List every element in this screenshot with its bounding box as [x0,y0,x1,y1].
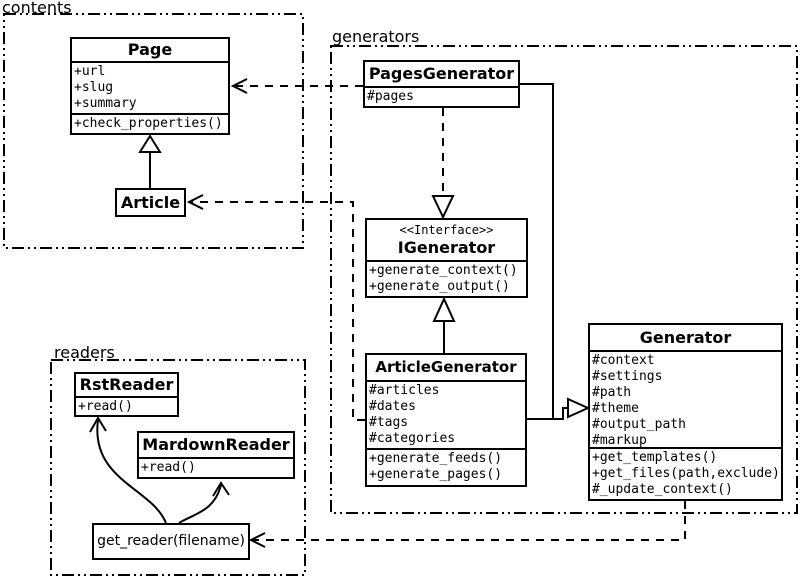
interface-igenerator-header: <<Interface>> IGenerator [367,220,526,260]
attribute: #categories [369,431,456,446]
class-pagesgenerator: PagesGenerator #pages [363,60,520,108]
package-border-readers [50,359,306,576]
arrow-generator-uses-getreader [248,501,686,548]
class-rstreader-title: RstReader [79,375,174,394]
method: +get_templates() [592,450,718,465]
interface-igenerator-methods: +generate_context() +generate_output() [367,260,526,296]
class-page-title: Page [127,40,173,59]
class-rstreader-methods: +read() [76,396,177,415]
interface-igenerator-title: IGenerator [397,238,496,257]
method: +read() [141,460,196,475]
attribute: +url [74,64,106,79]
class-generator: Generator #context #settings #path #them… [588,323,783,501]
method: #_update_context() [592,482,733,497]
method: +generate_context() [369,263,518,278]
class-articlegenerator-attributes: #articles #dates #tags #categories [367,380,525,448]
attribute: #context [592,353,655,368]
class-generator-methods: +get_templates() +get_files(path,exclude… [590,447,781,497]
class-pagesgenerator-title: PagesGenerator [368,64,515,83]
class-generator-attributes: #context #settings #path #theme #output_… [590,350,781,447]
attribute: +slug [74,80,114,95]
function-get-reader-label: get_reader(filename) [97,533,245,549]
class-page-methods: +check_properties() [72,113,228,131]
class-generator-title: Generator [639,328,732,347]
method: +generate_feeds() [369,451,503,466]
attribute: #articles [369,383,440,398]
attribute: +summary [74,96,137,111]
attribute: #output_path [592,417,686,432]
class-articlegenerator-methods: +generate_feeds() +generate_pages() [367,448,525,483]
class-page: Page +url +slug +summary +check_properti… [70,37,230,135]
class-mardownreader: MardownReader +read() [137,431,295,479]
class-articlegenerator-title: ArticleGenerator [375,358,517,376]
method: +generate_pages() [369,467,503,482]
attribute: #theme [592,401,639,416]
method: +check_properties() [74,116,223,131]
method: +generate_output() [369,279,510,294]
package-label-contents: contents [2,0,72,17]
arrow-article-extends-page [138,134,162,188]
class-pagesgenerator-attributes: #pages [365,86,518,106]
stereotype-label: <<Interface>> [399,223,494,237]
method: +read() [78,399,133,414]
arrow-getreader-to-mardownreader [178,481,230,524]
arrow-pagesgenerator-implements-igenerator [431,108,455,220]
attribute: #markup [592,433,647,447]
attribute: #dates [369,399,416,414]
package-label-generators: generators [332,27,420,46]
class-rstreader: RstReader +read() [74,372,179,417]
class-mardownreader-title: MardownReader [142,435,290,454]
arrow-generators-extend-generator [520,83,591,420]
attribute: #pages [367,89,414,104]
class-articlegenerator: ArticleGenerator #articles #dates #tags … [365,353,527,487]
package-border-contents [3,13,304,249]
class-article: Article [115,188,186,217]
class-mardownreader-methods: +read() [139,457,293,477]
arrow-articlegenerator-uses-article [186,194,365,421]
arrow-getreader-to-rstreader [89,416,167,524]
interface-igenerator: <<Interface>> IGenerator +generate_conte… [365,218,528,298]
class-page-attributes: +url +slug +summary [72,61,228,113]
arrow-pagesgenerator-uses-page [230,78,363,94]
attribute: #settings [592,369,663,384]
package-border-generators [330,45,798,514]
method: +get_files(path,exclude) [592,466,780,481]
arrow-articlegenerator-implements-igenerator [432,296,456,353]
attribute: #path [592,385,632,400]
function-get-reader: get_reader(filename) [92,523,250,560]
attribute: #tags [369,415,409,430]
package-label-readers: readers [54,343,115,362]
class-article-title: Article [120,193,181,212]
